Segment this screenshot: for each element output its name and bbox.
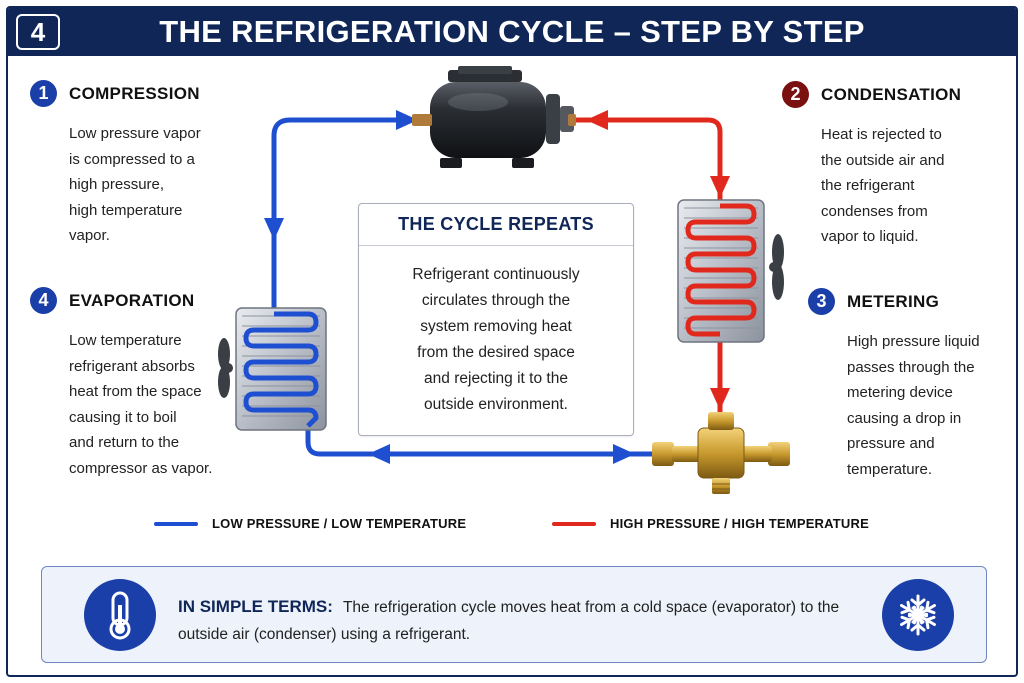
liquid-return-line [305, 425, 655, 457]
legend-low-swatch [154, 521, 198, 526]
step-condensation: 2 CONDENSATION Heat is rejected to the o… [782, 81, 1012, 250]
page-title: THE REFRIGERATION CYCLE – STEP BY STEP [159, 14, 865, 49]
legend-low: LOW PRESSURE / LOW TEMPERATURE [154, 516, 466, 531]
summary-text: IN SIMPLE TERMS: The refrigeration cycle… [178, 593, 868, 648]
legend-high-swatch [552, 521, 596, 526]
step-number-3: 3 [808, 288, 835, 315]
expansion-valve-icon [652, 412, 790, 494]
step-title-evaporation: EVAPORATION [69, 290, 195, 310]
discharge-line [565, 117, 723, 203]
return-arrow-right [613, 444, 635, 464]
step-body-evaporation: Low temperature refrigerant absorbs heat… [69, 332, 213, 477]
step-compression: 1 COMPRESSION Low pressure vapor is comp… [30, 80, 230, 249]
condenser-coil-icon [677, 199, 784, 343]
cycle-diagram [218, 66, 790, 494]
step-number-badge: 4 [16, 14, 60, 50]
step-title-metering: METERING [847, 291, 940, 311]
evaporator-coil-icon [218, 307, 327, 431]
compressor-icon [412, 66, 576, 168]
snowflake-icon [882, 579, 954, 651]
summary-box: IN SIMPLE TERMS: The refrigeration cycle… [41, 566, 987, 663]
summary-label: IN SIMPLE TERMS: [178, 597, 333, 616]
step-body-compression: Low pressure vapor is compressed to a hi… [69, 125, 201, 244]
legend-high: HIGH PRESSURE / HIGH TEMPERATURE [552, 516, 869, 531]
step-body-metering: High pressure liquid passes through the … [847, 333, 980, 478]
suction-arrow-down [264, 218, 284, 240]
suction-line [271, 117, 436, 319]
cycle-repeats-box: THE CYCLE REPEATS Refrigerant continuous… [358, 203, 634, 436]
thermometer-icon [84, 579, 156, 651]
discharge-arrow-down [710, 176, 730, 198]
step-number-2: 2 [782, 81, 809, 108]
return-arrow-left [368, 444, 390, 464]
step-title-compression: COMPRESSION [69, 83, 200, 103]
step-number-4: 4 [30, 287, 57, 314]
legend-low-label: LOW PRESSURE / LOW TEMPERATURE [212, 516, 467, 531]
step-body-condensation: Heat is rejected to the outside air and … [821, 126, 945, 245]
cycle-repeats-body: Refrigerant continuously circulates thro… [412, 266, 580, 413]
step-number-1: 1 [30, 80, 57, 107]
step-evaporation: 4 EVAPORATION Low temperature refrigeran… [30, 287, 240, 481]
step-title-condensation: CONDENSATION [821, 84, 962, 104]
summary-body: The refrigeration cycle moves heat from … [178, 599, 840, 643]
header-bar: 4 THE REFRIGERATION CYCLE – STEP BY STEP [8, 8, 1016, 56]
discharge-arrow-left [586, 110, 608, 130]
step-metering: 3 METERING High pressure liquid passes t… [808, 288, 1016, 482]
infographic-frame: 4 THE REFRIGERATION CYCLE – STEP BY STEP [6, 6, 1018, 677]
liquid-arrow-down [710, 388, 730, 410]
legend-high-label: HIGH PRESSURE / HIGH TEMPERATURE [610, 516, 869, 531]
cycle-repeats-title: THE CYCLE REPEATS [359, 204, 633, 246]
suction-arrow-right [396, 110, 418, 130]
